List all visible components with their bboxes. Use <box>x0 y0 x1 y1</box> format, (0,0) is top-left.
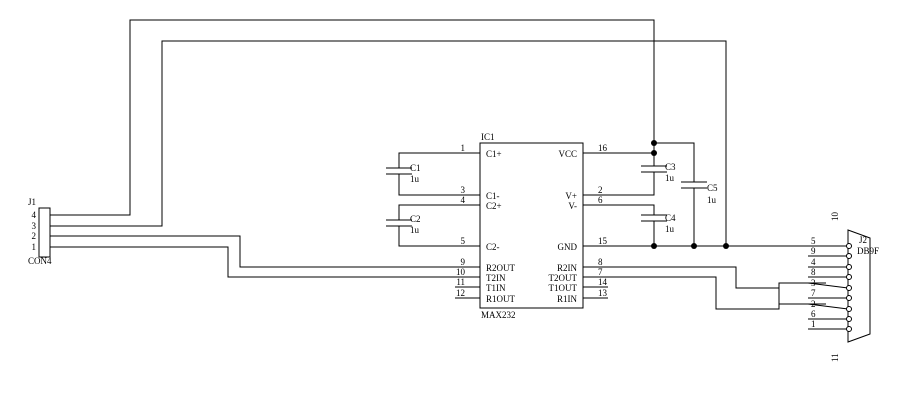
j1-pin-4: 4 <box>32 210 37 220</box>
ic1-ref: IC1 <box>481 132 495 142</box>
ic1-pin-num-9: 9 <box>461 257 466 267</box>
j2-pin-5: 5 <box>811 236 816 246</box>
j1-value: CON4 <box>28 256 52 266</box>
junction-dot <box>723 243 729 249</box>
j2-pin-6: 6 <box>811 309 816 319</box>
ic1-pin-name-vcc: VCC <box>558 149 577 159</box>
j2-pin-1: 1 <box>811 319 816 329</box>
junction-dot <box>691 243 697 249</box>
ic1-pin-num-12: 12 <box>456 288 465 298</box>
ic1-pin-name-t2out: T2OUT <box>549 273 578 283</box>
ic1-pin-name-c2m: C2- <box>486 242 500 252</box>
ic1-pin-num-11: 11 <box>456 277 465 287</box>
ic1-pin-num-14: 14 <box>598 277 608 287</box>
j1-body <box>38 207 51 258</box>
ic1-pin-name-c2p: C2+ <box>486 201 502 211</box>
j2-shell-bottom: 11 <box>830 353 840 362</box>
c3-ref: C3 <box>665 162 676 172</box>
c2-ref: C2 <box>410 214 421 224</box>
c4-value: 1u <box>665 224 675 234</box>
j2-pin-9: 9 <box>811 246 816 256</box>
connector-j1: J1 CON4 4 3 2 1 <box>28 197 52 266</box>
c5-ref: C5 <box>707 183 718 193</box>
ic1-pin-num-4: 4 <box>461 195 466 205</box>
capacitor-c2: C2 1u <box>386 204 455 247</box>
j2-value: DB9F <box>857 246 879 256</box>
ic1-pin-num-8: 8 <box>598 257 603 267</box>
ic1-pin-num-10: 10 <box>456 267 466 277</box>
ic-max232: IC1 MAX232 1 C1+ 3 C1- 4 C2+ 5 C2- 9 R2O… <box>455 132 608 320</box>
ic1-pin-num-5: 5 <box>461 236 466 246</box>
j1-pin-1: 1 <box>32 242 37 252</box>
ic1-pin-num-13: 13 <box>598 288 608 298</box>
junction-dot <box>651 243 657 249</box>
ic1-pin-name-t2in: T2IN <box>486 273 506 283</box>
ic1-body <box>479 142 584 309</box>
supply-network: C3 1u C4 1u C5 1u <box>608 140 826 249</box>
ic1-pin-name-r2out: R2OUT <box>486 263 516 273</box>
j2-shell-top: 10 <box>830 212 840 222</box>
j2-pin-8: 8 <box>811 267 816 277</box>
j1-pin-3: 3 <box>32 221 37 231</box>
ic1-pin-name-t1out: T1OUT <box>549 283 578 293</box>
ic1-pin-num-16: 16 <box>598 143 608 153</box>
c3-value: 1u <box>665 173 675 183</box>
ic1-pin-name-t1in: T1IN <box>486 283 506 293</box>
j1-pin-2: 2 <box>32 231 37 241</box>
ic1-pin-name-r2in: R2IN <box>557 263 578 273</box>
ic1-pin-name-r1in: R1IN <box>557 294 578 304</box>
ic1-pin-num-1: 1 <box>461 143 466 153</box>
j1-ref: J1 <box>28 197 36 207</box>
ic1-pin-num-2: 2 <box>598 185 603 195</box>
c1-ref: C1 <box>410 163 421 173</box>
connector-j2: J2 DB9F 10 11 5 9 4 8 3 7 2 6 1 <box>807 212 879 362</box>
wires-db9 <box>608 266 826 310</box>
j2-ref: J2 <box>859 235 867 245</box>
ic1-pin-name-c1m: C1- <box>486 191 500 201</box>
ic1-pin-name-vminus: V- <box>568 201 577 211</box>
c1-value: 1u <box>410 174 420 184</box>
c4-ref: C4 <box>665 213 676 223</box>
wire-j1-pin3-gnd <box>50 40 727 246</box>
j2-pin-4: 4 <box>811 257 816 267</box>
ic1-pin-num-15: 15 <box>598 236 608 246</box>
c2-value: 1u <box>410 225 420 235</box>
ic1-pin-num-3: 3 <box>461 185 466 195</box>
j2-pin-3: 3 <box>811 278 816 288</box>
ic1-pin-name-vplus: V+ <box>565 191 577 201</box>
j2-pin-2: 2 <box>811 299 816 309</box>
wire-j1-pin2-r2out <box>50 235 480 268</box>
j2-pin-7: 7 <box>811 288 816 298</box>
wires-j1 <box>50 19 727 278</box>
j2-body <box>847 229 871 343</box>
wire-j1-pin1-t2in <box>50 246 480 278</box>
ic1-value: MAX232 <box>481 310 516 320</box>
junction-dot <box>651 150 657 156</box>
wire-j1-pin4-vcc <box>50 19 655 216</box>
c5-value: 1u <box>707 195 717 205</box>
junction-dot <box>651 140 657 146</box>
capacitor-c1: C1 1u <box>386 152 455 196</box>
ic1-pin-name-c1p: C1+ <box>486 149 502 159</box>
ic1-pin-num-7: 7 <box>598 267 603 277</box>
ic1-pin-name-gnd: GND <box>558 242 578 252</box>
ic1-pin-num-6: 6 <box>598 195 603 205</box>
ic1-pin-name-r1out: R1OUT <box>486 294 516 304</box>
